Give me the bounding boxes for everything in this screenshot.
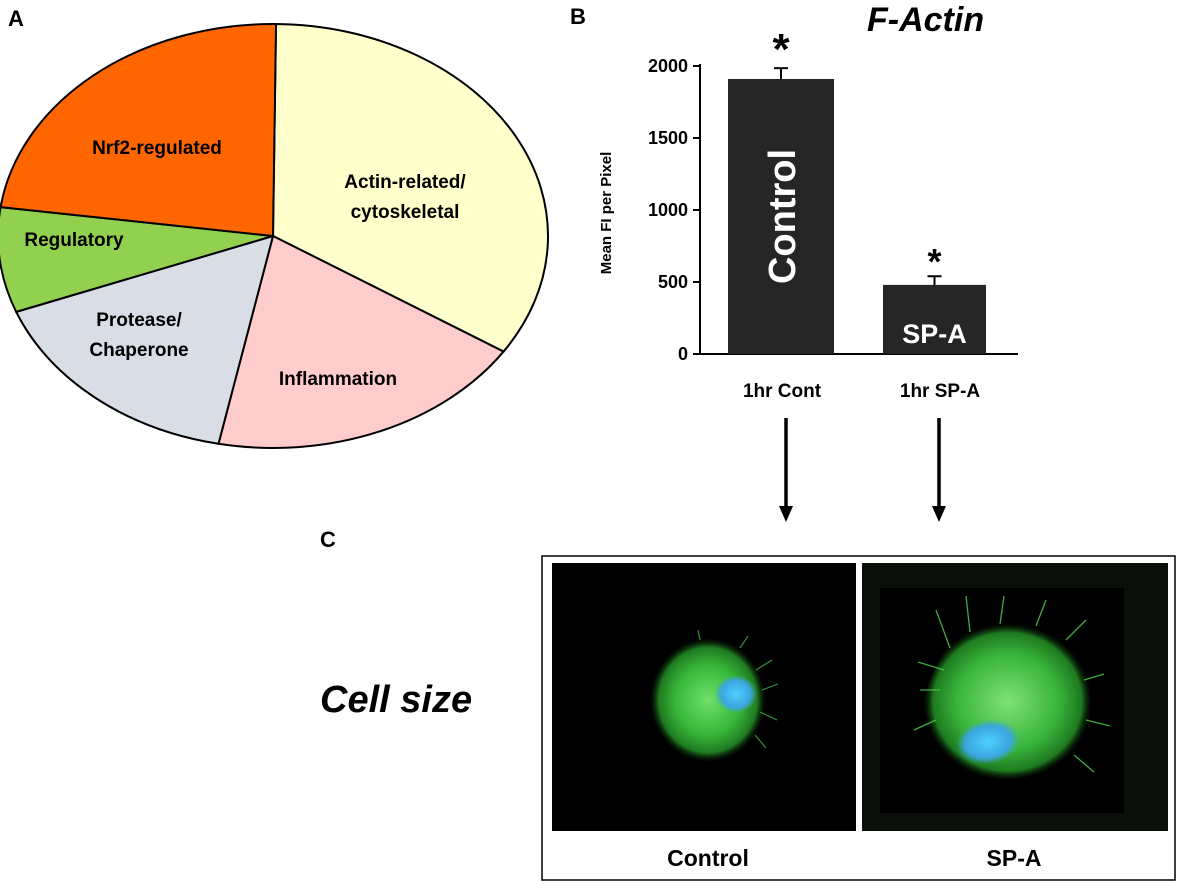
pie-slice-label: Inflammation (279, 369, 397, 390)
pie-slice-label: Protease/Chaperone (89, 310, 188, 361)
caption-spa: SP-A (987, 845, 1042, 871)
caption-control: Control (667, 845, 749, 871)
pie-slice-label: Actin-related/cytoskeletal (344, 172, 466, 223)
x-category-label: 1hr Cont (743, 381, 822, 402)
arrow-control (779, 418, 793, 522)
cell-spa (913, 595, 1111, 781)
significance-mark: * (772, 25, 790, 74)
panel-label-b: B (570, 4, 586, 29)
pie-slice (14, 234, 275, 445)
chart-title: F-Actin (867, 1, 984, 39)
x-category-label: 1hr SP-A (900, 381, 981, 402)
pie-slice (0, 206, 274, 314)
cell-control (650, 629, 779, 762)
y-tick-label: 2000 (648, 56, 688, 76)
cell-size-label: Cell size (320, 679, 472, 721)
bar-label: SP-A (902, 319, 967, 349)
panel-label-a: A (8, 6, 24, 31)
micrograph-panel: Control SP-A (541, 555, 1176, 881)
y-axis-label: Mean FI per Pixel (598, 152, 615, 275)
y-tick-label: 500 (658, 272, 688, 292)
y-tick-label: 1000 (648, 200, 688, 220)
y-tick-label: 0 (678, 344, 688, 364)
pie-slice (217, 234, 506, 449)
bars: * Control 1hr Cont * SP-A 1hr SP-A (728, 25, 986, 402)
pie-slice-label: Nrf2-regulated (92, 138, 222, 159)
bar (728, 78, 834, 355)
micrograph-control (552, 563, 856, 831)
bar-label: Control (762, 149, 804, 284)
pie-slice-label: Regulatory (24, 230, 124, 251)
micrograph-spa (862, 563, 1168, 831)
arrows (779, 418, 946, 522)
bar (883, 284, 986, 354)
pie-slice (0, 23, 278, 238)
arrow-spa (932, 418, 946, 522)
panel-label-c: C (320, 527, 336, 552)
significance-mark: * (927, 241, 941, 282)
y-tick-label: 1500 (648, 128, 688, 148)
bar-chart: F-Actin Mean FI per Pixel 0 500 1000 1500 20… (598, 1, 1018, 402)
y-ticks: 0 500 1000 1500 2000 (648, 56, 700, 364)
